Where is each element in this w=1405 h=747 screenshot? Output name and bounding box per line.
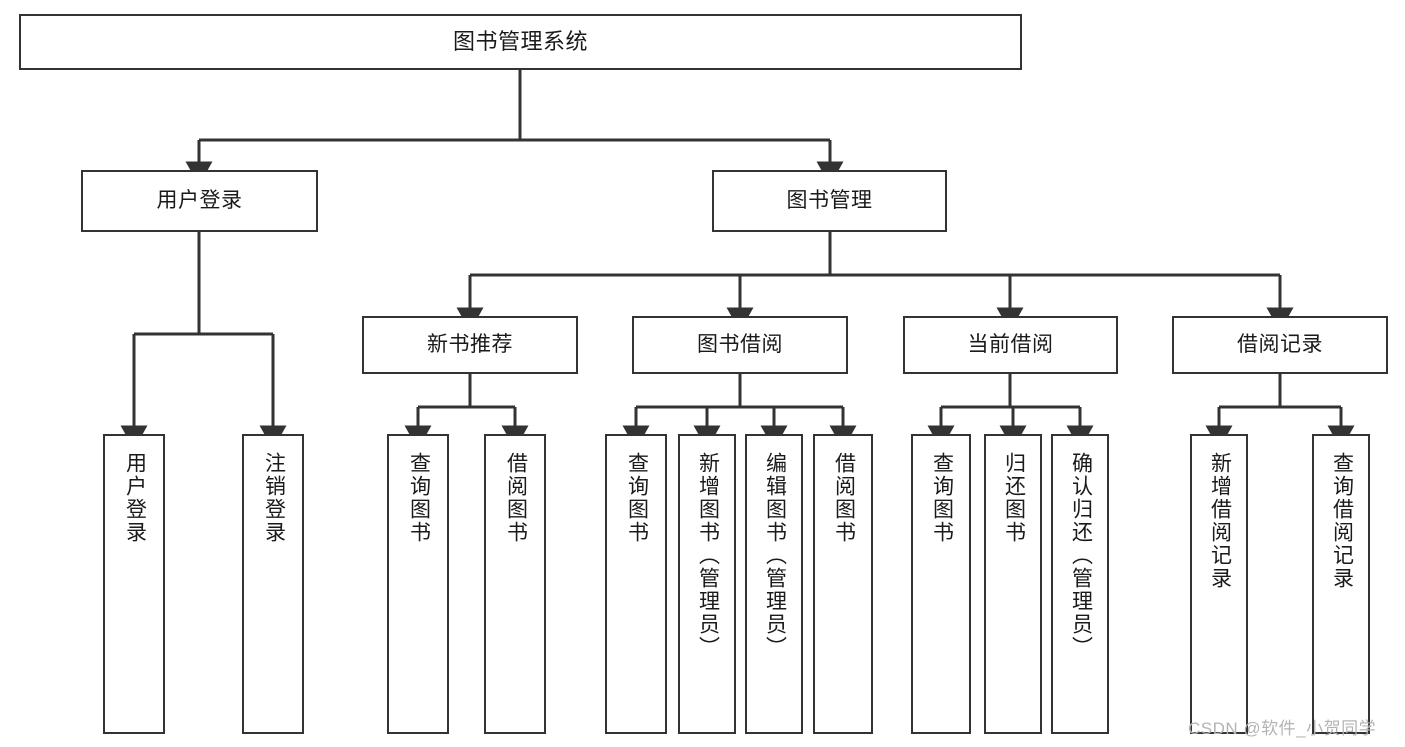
node-leaf-lend-book[interactable]: 借阅图书 — [813, 434, 873, 734]
node-leaf-query-book-current[interactable]: 查询图书 — [911, 434, 971, 734]
node-user-login[interactable]: 用户登录 — [81, 170, 318, 232]
node-current-borrow-label: 当前借阅 — [967, 332, 1054, 356]
node-leaf-edit-book-admin[interactable]: 编辑图书（管理员） — [745, 434, 803, 734]
node-leaf-query-borrow-record[interactable]: 查询借阅记录 — [1312, 434, 1370, 734]
node-leaf-borrow-book-newbook-label: 借阅图书 — [504, 452, 528, 544]
node-leaf-user-login-label: 用户登录 — [123, 452, 147, 544]
node-book-management[interactable]: 图书管理 — [712, 170, 947, 232]
node-leaf-confirm-return-admin-label: 确认归还（管理员） — [1069, 452, 1093, 659]
node-root[interactable]: 图书管理系统 — [19, 14, 1022, 70]
node-user-login-label: 用户登录 — [156, 188, 243, 212]
node-leaf-confirm-return-admin[interactable]: 确认归还（管理员） — [1051, 434, 1109, 734]
node-leaf-edit-book-admin-label: 编辑图书（管理员） — [763, 452, 787, 659]
watermark: CSDN @软件_小贺同学 — [1188, 719, 1377, 738]
node-leaf-query-book-newbook-label: 查询图书 — [407, 452, 431, 544]
node-leaf-return-book[interactable]: 归还图书 — [984, 434, 1042, 734]
node-leaf-query-book-borrow[interactable]: 查询图书 — [605, 434, 667, 734]
node-borrow-record[interactable]: 借阅记录 — [1172, 316, 1388, 374]
node-leaf-query-book-current-label: 查询图书 — [930, 452, 954, 544]
node-book-borrow[interactable]: 图书借阅 — [632, 316, 848, 374]
node-leaf-borrow-book-newbook[interactable]: 借阅图书 — [484, 434, 546, 734]
node-leaf-query-borrow-record-label: 查询借阅记录 — [1330, 452, 1354, 590]
node-current-borrow[interactable]: 当前借阅 — [903, 316, 1118, 374]
node-book-borrow-label: 图书借阅 — [697, 332, 783, 356]
node-leaf-add-borrow-record[interactable]: 新增借阅记录 — [1190, 434, 1248, 734]
node-borrow-record-label: 借阅记录 — [1237, 332, 1323, 356]
node-leaf-user-login[interactable]: 用户登录 — [103, 434, 165, 734]
node-leaf-add-borrow-record-label: 新增借阅记录 — [1208, 452, 1232, 590]
node-leaf-lend-book-label: 借阅图书 — [832, 452, 856, 544]
node-new-book-recommend[interactable]: 新书推荐 — [362, 316, 578, 374]
node-leaf-add-book-admin[interactable]: 新增图书（管理员） — [678, 434, 736, 734]
node-leaf-add-book-admin-label: 新增图书（管理员） — [696, 452, 720, 659]
node-leaf-query-book-newbook[interactable]: 查询图书 — [387, 434, 449, 734]
node-new-book-recommend-label: 新书推荐 — [427, 332, 513, 356]
node-leaf-logout[interactable]: 注销登录 — [242, 434, 304, 734]
node-leaf-return-book-label: 归还图书 — [1002, 452, 1026, 544]
node-root-label: 图书管理系统 — [452, 29, 588, 55]
node-book-management-label: 图书管理 — [786, 188, 873, 212]
node-leaf-query-book-borrow-label: 查询图书 — [625, 452, 649, 544]
node-leaf-logout-label: 注销登录 — [262, 452, 286, 544]
